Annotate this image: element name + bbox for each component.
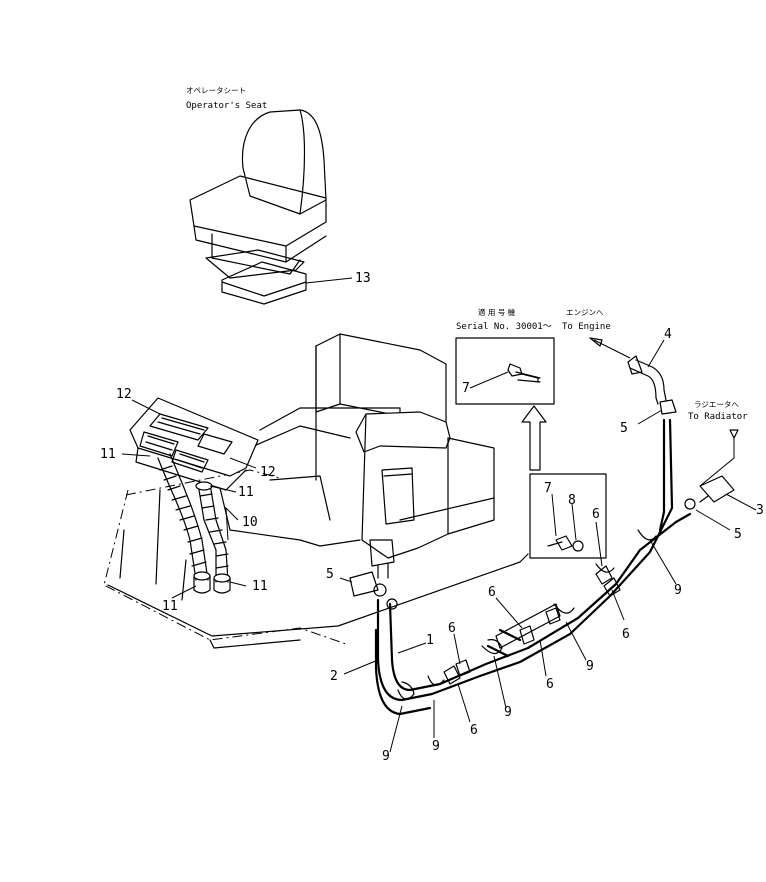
seat-label-jp: オペレータシート (186, 86, 246, 95)
callout-1: 1 (426, 633, 434, 648)
serial-label-en: Serial No. 30001～ (456, 322, 552, 332)
callout-9-c: 9 (504, 705, 512, 720)
text-labels: オペレータシート Operator's Seat 適 用 号 機 Serial … (186, 86, 748, 422)
callout-7-lower: 7 (544, 481, 552, 496)
callout-5-radiator: 5 (734, 527, 742, 542)
callout-numbers: 13 4 7 5 3 5 7 8 6 9 6 6 9 6 6 1 2 5 9 6… (100, 271, 764, 764)
floor-frame (103, 469, 529, 649)
callout-6-d: 6 (546, 677, 554, 692)
callout-11-b: 11 (238, 485, 254, 500)
callout-9-a: 9 (674, 583, 682, 598)
callout-12-b: 12 (260, 465, 276, 480)
serial-label-jp: 適 用 号 機 (478, 307, 516, 317)
hose-fittings (349, 355, 735, 685)
hose-clamps (397, 529, 657, 700)
callout-9-b: 9 (586, 659, 594, 674)
direction-arrows (589, 337, 739, 487)
callout-11-d: 11 (162, 599, 178, 614)
flexible-ducts (157, 453, 231, 594)
callout-4: 4 (664, 327, 672, 342)
heater-unit (219, 333, 495, 579)
callout-9-d: 9 (432, 739, 440, 754)
callout-7-upper: 7 (462, 381, 470, 396)
operator-seat (189, 109, 327, 305)
heater-pipes (374, 418, 692, 716)
callout-11-c: 11 (252, 579, 268, 594)
callout-5-heater: 5 (326, 567, 334, 582)
vent-panel (129, 397, 259, 491)
callout-13: 13 (355, 271, 371, 286)
radiator-label-jp: ラジエータへ (694, 400, 739, 409)
callout-8: 8 (568, 493, 576, 508)
engine-label-en: To Engine (562, 322, 611, 332)
radiator-label-en: To Radiator (688, 412, 748, 422)
leader-lines (121, 277, 757, 753)
engine-label-jp: エンジンへ (566, 308, 604, 317)
seat-label-en: Operator's Seat (186, 101, 267, 111)
hollow-up-arrow (521, 405, 547, 471)
callout-2: 2 (330, 669, 338, 684)
callout-12-a: 12 (116, 387, 132, 402)
callout-5-engine: 5 (620, 421, 628, 436)
callout-10: 10 (242, 515, 258, 530)
callout-3: 3 (756, 503, 764, 518)
serial-box-lower (529, 473, 607, 559)
callout-6-e: 6 (448, 621, 456, 636)
callout-9-e: 9 (382, 749, 390, 764)
callout-11-a: 11 (100, 447, 116, 462)
callout-6-c: 6 (622, 627, 630, 642)
callout-6-a: 6 (592, 507, 600, 522)
callout-6-b: 6 (488, 585, 496, 600)
callout-6-f: 6 (470, 723, 478, 738)
serial-box-upper (455, 337, 555, 405)
